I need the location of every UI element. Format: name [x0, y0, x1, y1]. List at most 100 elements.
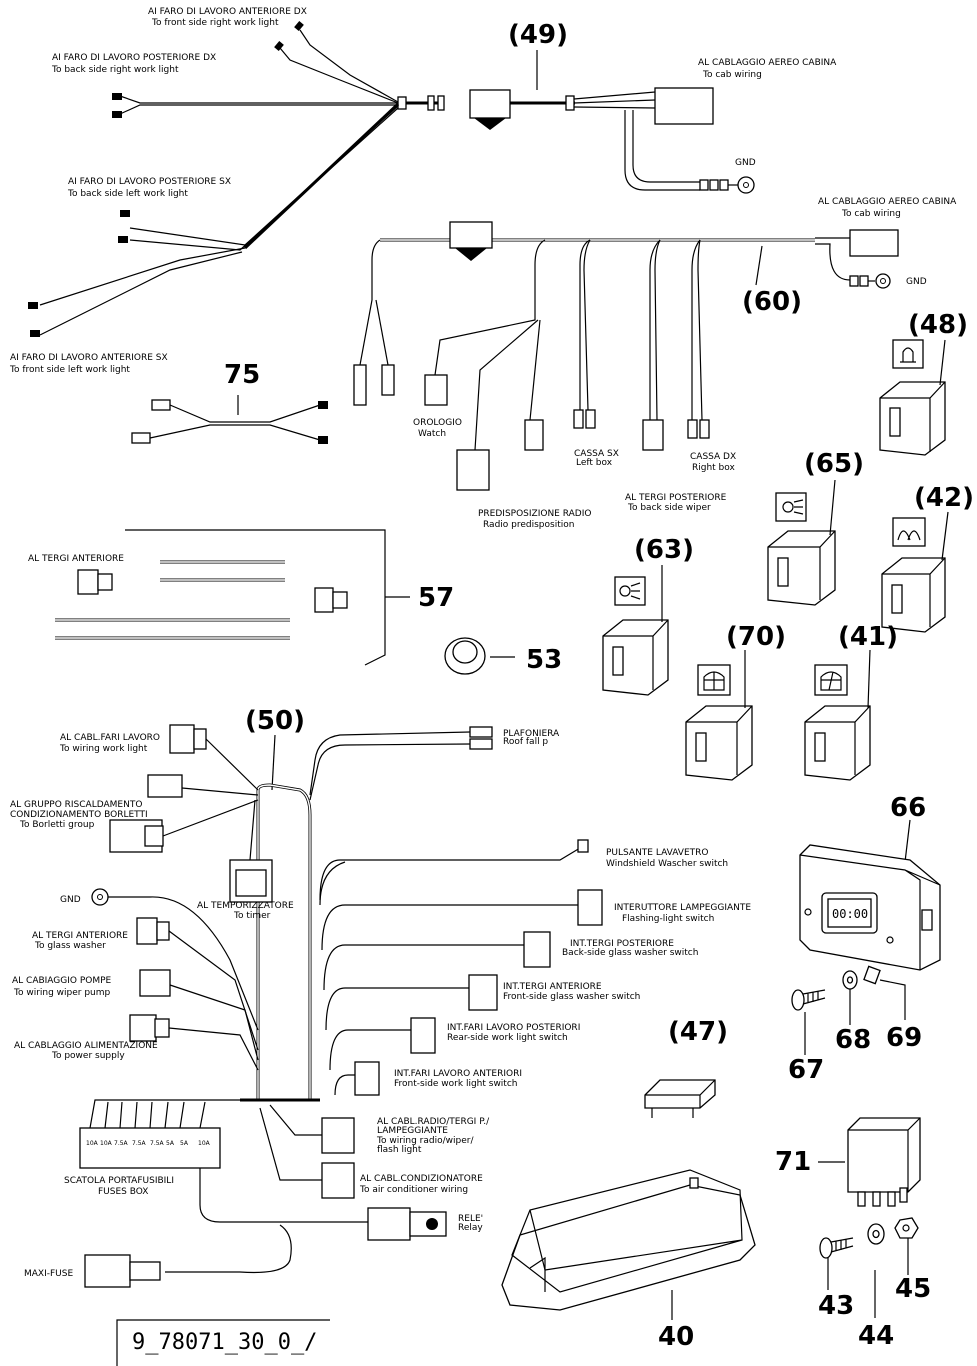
- switch-41: [804, 664, 871, 781]
- svg-text:7.5A: 7.5A: [132, 1140, 147, 1147]
- num-50: (50): [245, 706, 305, 736]
- relay-71: [847, 1117, 921, 1207]
- label-glass-it: AL TERGI ANTERIORE: [32, 931, 128, 941]
- label-radiow-it1: AL CABL.RADIO/TERGI P./: [377, 1117, 490, 1127]
- fuse-ratings: 10A 10A 7.5A 7.5A 7.5A 5A 5A 10A: [86, 1140, 211, 1147]
- svg-text:7.5A: 7.5A: [114, 1140, 129, 1147]
- label-cab2-en: To cab wiring: [841, 209, 901, 219]
- label-ws-en: Windshield Wascher switch: [606, 859, 728, 869]
- label-back-right-en: To back side right work light: [51, 65, 179, 75]
- label-watch-it: OROLOGIO: [413, 418, 462, 428]
- label-radio-it: PREDISPOSIZIONE RADIO: [478, 509, 591, 519]
- svg-text:7.5A: 7.5A: [150, 1140, 165, 1147]
- label-front-left-it: AI FARO DI LAVORO ANTERIORE SX: [10, 353, 168, 363]
- num-69: 69: [886, 1023, 922, 1053]
- label-heat-en: To Borletti group: [19, 820, 95, 830]
- label-radio-en: Radio predisposition: [483, 520, 574, 530]
- num-45: 45: [895, 1274, 931, 1304]
- part-numbers: (49) (60) (48) (65) (42) (63) (70) (41) …: [224, 20, 974, 1352]
- label-timer-en: To timer: [233, 911, 271, 921]
- num-42: (42): [914, 483, 974, 513]
- num-48: (48): [908, 310, 968, 340]
- label-gnd1: GND: [735, 158, 756, 168]
- label-power-en: To power supply: [51, 1051, 125, 1061]
- label-maxifuse: MAXI-FUSE: [24, 1269, 73, 1279]
- label-cab1-it: AL CABLAGGIO AEREO CABINA: [698, 58, 837, 68]
- label-roof-en: Roof fall p: [503, 737, 548, 747]
- label-cab2-it: AL CABLAGGIO AEREO CABINA: [818, 197, 957, 207]
- num-71: 71: [775, 1147, 811, 1177]
- label-front-right-it: AI FARO DI LAVORO ANTERIORE DX: [148, 7, 307, 17]
- label-relay-en: Relay: [458, 1223, 483, 1233]
- part-57-kit: [55, 529, 410, 666]
- label-rightbox-it: CASSA DX: [690, 452, 736, 462]
- label-fwl-en: Front-side work light switch: [394, 1079, 518, 1089]
- harness-60: [353, 221, 899, 491]
- label-radiow-it2: LAMPEGGIANTE: [377, 1126, 448, 1136]
- num-75: 75: [224, 360, 260, 390]
- label-watch-en: Watch: [418, 429, 446, 439]
- num-53: 53: [526, 645, 562, 675]
- part-66-timer: 00:00: [799, 844, 941, 971]
- label-fwl-it: INT.FARI LAVORO ANTERIORI: [394, 1069, 522, 1079]
- part-75-cable: [131, 395, 328, 444]
- num-67: 67: [788, 1055, 824, 1085]
- num-70: (70): [726, 622, 786, 652]
- nut-45: [894, 1217, 919, 1239]
- label-relay-it: RELE': [458, 1214, 483, 1224]
- part-40-fusebox: [501, 1169, 756, 1311]
- label-flash-en: Flashing-light switch: [622, 914, 714, 924]
- label-backwiper-en: To back side wiper: [627, 503, 711, 513]
- switch-42: [881, 517, 946, 633]
- label-bwl-en: Rear-side work light switch: [447, 1033, 568, 1043]
- svg-text:5A: 5A: [166, 1140, 175, 1147]
- text-labels: AI FARO DI LAVORO ANTERIORE DX To front …: [9, 7, 957, 1279]
- switch-70: [685, 664, 753, 781]
- num-40: 40: [658, 1322, 694, 1352]
- switch-63: [602, 576, 669, 696]
- label-radiow-en1: To wiring radio/wiper/: [376, 1136, 474, 1146]
- num-43: 43: [818, 1291, 854, 1321]
- screw-43: [819, 1237, 854, 1259]
- screw-67: [791, 989, 826, 1011]
- part-47-cover: [644, 1079, 716, 1118]
- clock-display: 00:00: [832, 907, 868, 921]
- svg-text:10A: 10A: [86, 1140, 99, 1147]
- label-frontwiper-it: AL TERGI ANTERIORE: [28, 554, 124, 564]
- label-ac-en: To air conditioner wiring: [359, 1185, 468, 1195]
- label-backwiper-it: AL TERGI POSTERIORE: [625, 493, 727, 503]
- label-radiow-en2: flash light: [377, 1145, 422, 1155]
- switch-65: [767, 492, 836, 606]
- label-worklight-en: To wiring work light: [59, 744, 148, 754]
- washer-68: [842, 970, 858, 990]
- washer-44: [867, 1223, 885, 1245]
- label-flash-it: INTERUTTORE LAMPEGGIANTE: [614, 903, 751, 913]
- label-worklight-it: AL CABL.FARI LAVORO: [60, 733, 160, 743]
- svg-text:5A: 5A: [180, 1140, 189, 1147]
- label-ws-it: PULSANTE LAVAVETRO: [606, 848, 709, 858]
- num-65: (65): [804, 449, 864, 479]
- num-41: (41): [838, 622, 898, 652]
- label-gnd3: GND: [60, 895, 81, 905]
- num-57: 57: [418, 583, 454, 613]
- label-bgw-it: INT.TERGI POSTERIORE: [570, 939, 674, 949]
- drawing-code: 9_78071_30_0_/: [116, 1319, 330, 1366]
- label-rightbox-en: Right box: [692, 463, 736, 473]
- label-fgw-it: INT.TERGI ANTERIORE: [503, 982, 602, 992]
- leader-lines: [271, 50, 949, 1320]
- label-leftbox-en: Left box: [576, 458, 613, 468]
- label-timer-it: AL TEMPORIZZATORE: [197, 901, 294, 911]
- label-pump-en: To wiring wiper pump: [13, 988, 111, 998]
- label-front-right-en: To front side right work light: [151, 18, 279, 28]
- label-fgw-en: Front-side glass washer switch: [503, 992, 640, 1002]
- num-49: (49): [508, 20, 568, 50]
- label-leftbox-it: CASSA SX: [574, 449, 619, 459]
- label-ac-it: AL CABL.CONDIZIONATORE: [360, 1174, 483, 1184]
- num-47: (47): [668, 1017, 728, 1047]
- label-cab1-en: To cab wiring: [702, 70, 762, 80]
- nut-69: [863, 965, 881, 985]
- label-back-left-it: AI FARO DI LAVORO POSTERIORE SX: [68, 177, 231, 187]
- label-front-left-en: To front side left work light: [9, 365, 130, 375]
- label-fuse-en: FUSES BOX: [98, 1187, 148, 1197]
